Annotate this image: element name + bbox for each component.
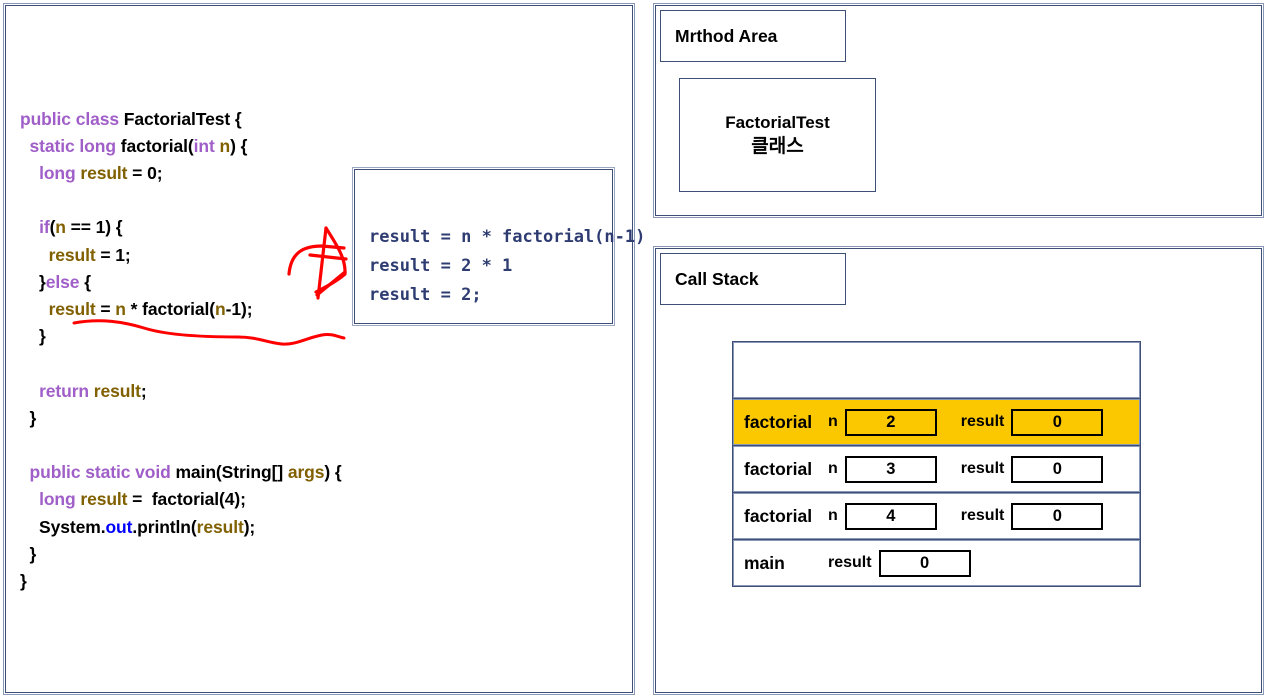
stack-field-value: 0 — [1011, 455, 1104, 483]
stack-field-value: 4 — [844, 502, 937, 530]
stack-field-label: result — [828, 554, 872, 571]
factorialtest-class-box: FactorialTest 클래스 — [679, 78, 876, 192]
class-box-kind: 클래스 — [751, 135, 804, 157]
stack-field-label: result — [960, 413, 1005, 430]
stack-field-value: 2 — [844, 408, 937, 436]
code-listing: public class FactorialTest { static long… — [20, 106, 342, 596]
code-line: static long factorial(int n) { — [29, 135, 248, 156]
note-box-text: result = n * factorial(n-1) result = 2 *… — [369, 227, 646, 305]
stack-frame-method: factorial — [744, 458, 813, 479]
stack-field-label: n — [828, 507, 838, 524]
call-stack-tab: Call Stack — [660, 253, 846, 305]
code-line: } — [20, 543, 37, 564]
code-line: long result = factorial(4); — [39, 489, 246, 510]
code-line: System.out.println(result); — [20, 516, 256, 537]
code-line: public class FactorialTest { — [20, 108, 242, 129]
code-line: } — [20, 570, 27, 591]
method-area-tab-label: Mrthod Area — [675, 25, 778, 46]
call-stack-tab-label: Call Stack — [675, 268, 759, 289]
code-line: if(n == 1) { — [39, 217, 123, 238]
code-line: return result; — [39, 380, 147, 401]
method-area-tab: Mrthod Area — [660, 10, 846, 62]
stack-field-value: 0 — [1011, 502, 1104, 530]
code-line: long result = 0; — [39, 162, 163, 183]
code-panel: public class FactorialTest { static long… — [3, 3, 645, 695]
stack-field-value: 3 — [844, 455, 937, 483]
stack-field-label: n — [828, 413, 838, 430]
code-line: public static void main(String[] args) { — [29, 462, 342, 483]
code-line: } — [20, 407, 37, 428]
stack-frame-method: factorial — [744, 505, 813, 526]
stack-field-label: result — [960, 507, 1005, 524]
code-line: } — [20, 326, 46, 347]
stack-frame-method: factorial — [744, 411, 813, 432]
code-line: }else { — [20, 271, 91, 292]
stack-frame-method: main — [744, 552, 785, 573]
stack-frame: main result 0 — [732, 539, 1141, 587]
code-line: result = 1; — [48, 244, 131, 265]
class-box-name: FactorialTest — [725, 112, 830, 132]
stack-field-label: result — [960, 460, 1005, 477]
stack-field-label: n — [828, 460, 838, 477]
code-line: result = n * factorial(n-1); — [48, 298, 253, 319]
note-box: result = n * factorial(n-1) result = 2 *… — [352, 167, 645, 326]
stack-field-value: 0 — [1011, 408, 1104, 436]
stack-frame-empty — [732, 341, 1141, 399]
stack-field-value: 0 — [878, 549, 971, 577]
method-area-panel: Mrthod Area FactorialTest 클래스 — [653, 3, 1264, 218]
